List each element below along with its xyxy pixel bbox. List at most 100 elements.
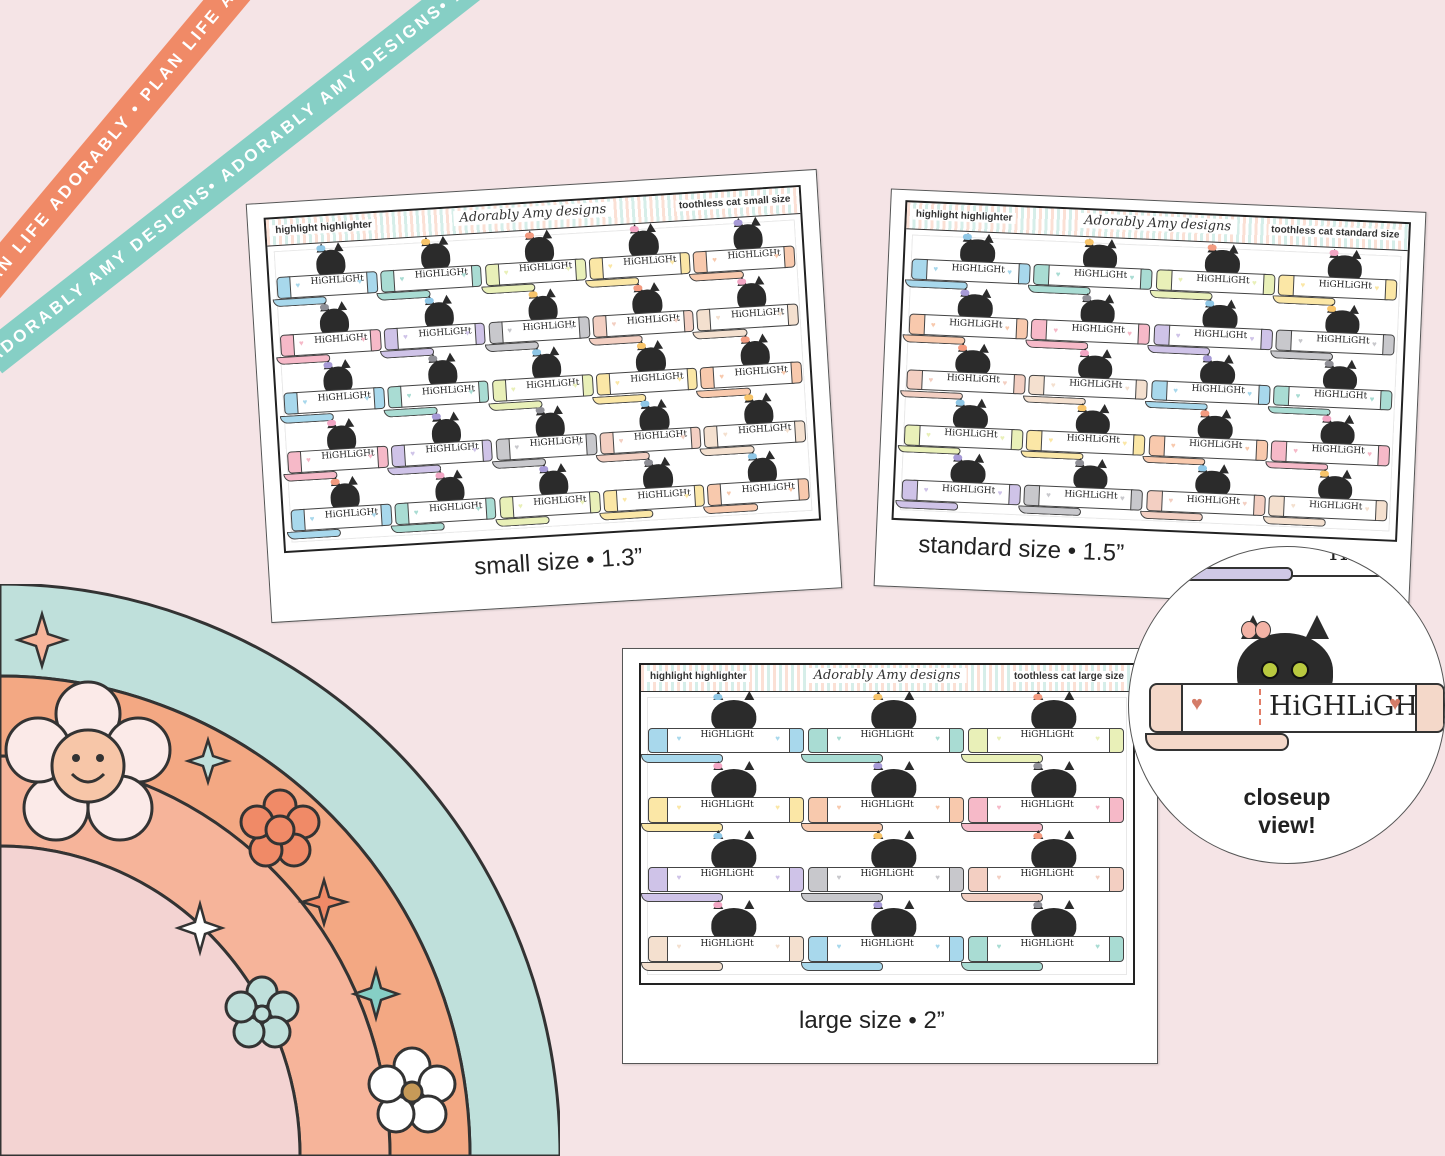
highlight-word: HiGHLiGHt [321,448,375,463]
highlighter-clip [800,753,883,763]
highlighter-cat-sticker: ♥HiGHLiGHt♥ [904,234,1035,294]
highlighter-clip [641,892,723,902]
highlighter-cap [908,313,926,336]
highlight-word: HiGHLiGHt [1318,279,1373,292]
highlighter-cap [1273,385,1291,407]
bow-icon [539,465,549,473]
bow-icon [733,219,743,227]
highlighter-cat-sticker: ♥HiGHLiGHt♥ [895,454,1025,515]
highlighter-end [689,426,702,449]
size-label: standard size • 1.5” [917,531,1125,568]
highlighter-cap [588,256,604,280]
highlighter-end [1259,329,1273,351]
highlighter-cat-sticker: ♥HiGHLiGHt♥ [599,459,709,524]
highlighter-cat-sticker: ♥HiGHLiGHt♥ [1144,355,1274,415]
highlighter-cat-sticker: ♥HiGHLiGHt♥ [1017,460,1147,520]
heart-icon: ♥ [472,445,478,455]
highlighter-cat-sticker: ♥HiGHLiGHt♥ [800,760,967,837]
highlighter-cap [390,444,407,468]
highlight-word: HiGHLiGHt [1066,433,1121,447]
highlighter-icon: ♥HiGHLiGHt♥ [602,484,706,513]
highlighter-end [682,309,695,333]
highlighter-cap [807,727,829,754]
highlighter-clip [1147,345,1211,356]
highlighter-clip [800,823,883,833]
highlighter-icon: ♥HiGHLiGHt♥ [692,245,796,274]
bow-icon [1329,250,1339,257]
highlight-word: HiGHLiGHt [313,332,368,346]
highlighter-cat-sticker: ♥HiGHLiGHt♥ [484,290,594,355]
sticker-grid: ♥HiGHLiGHt♥♥HiGHLiGHt♥♥HiGHLiGHt♥♥HiGHLi… [272,219,813,543]
heart-icon: ♥ [1095,942,1100,952]
highlighter-end [793,420,806,443]
highlighter-end [948,727,964,754]
heart-icon: ♥ [1095,872,1100,882]
bow-icon [528,290,538,298]
highlighter-clip [641,753,723,763]
sheet-title: highlight highlighter [647,671,750,682]
highlighter-icon: ♥HiGHLiGHt♥ [390,439,494,468]
bow-icon [435,472,445,479]
highlighter-cat-sticker: ♥HiGHLiGHt♥ [380,297,489,362]
bow-icon [643,459,653,466]
highlighter-cat-sticker: ♥HiGHLiGHt♥ [960,830,1127,906]
highlighter-cap [903,424,921,446]
highlighter-cap [484,263,500,286]
highlight-word: HiGHLiGHt [428,500,483,515]
highlighter-clip [960,892,1043,902]
heart-icon: ♥ [676,374,683,384]
highlight-word: HiGHLiGHt [637,488,692,502]
heart-icon: ♥ [1374,284,1380,294]
heart-icon: ♥ [996,942,1002,952]
sparkle-icon [174,899,226,957]
brand-logo: Adorably Amy designs [1077,212,1238,235]
heart-icon: ♥ [680,432,686,442]
highlighter-end [373,387,386,410]
highlighter-cat-sticker: ♥HiGHLiGHt♥ [588,284,698,349]
highlighter-icon: ♥HiGHLiGHt♥ [286,445,389,474]
highlighter-cap [807,797,829,823]
black-cat-icon [871,830,917,873]
highlighter-cap [279,334,295,357]
highlighter-icon: ♥HiGHLiGHt♥ [290,503,393,532]
heart-icon: ♥ [935,942,940,952]
heart-icon: ♥ [305,455,312,465]
heart-icon: ♥ [726,488,732,498]
highlighter-cat-sticker: ♥HiGHLiGHt♥ [592,342,701,407]
heart-icon: ♥ [996,872,1002,882]
highlighter-cap [487,321,504,345]
highlighter-icon: ♥HiGHLiGHt♥ [807,797,964,823]
heart-icon: ♥ [773,251,780,261]
bow-icon [1084,239,1094,246]
heart-icon: ♥ [777,309,783,320]
sparkle-icon [297,875,351,929]
highlighter-end [1257,384,1271,406]
highlighter-cat-sticker: ♥HiGHLiGHt♥ [383,355,493,420]
highlighter-cat-sticker: ♥HiGHLiGHt♥ [376,238,486,303]
highlighter-cat-sticker: ♥HiGHLiGHt♥ [641,691,807,767]
rainbow-svg [0,584,560,1156]
heart-icon: ♥ [775,942,780,952]
bow-icon [327,420,337,427]
closeup-caption-line2: view! [1258,812,1316,838]
highlighter-clip [904,279,969,290]
heart-icon: ♥ [1007,268,1013,278]
heart-icon: ♥ [464,328,471,339]
bow-icon [420,238,431,246]
highlighter-clip [1139,510,1204,522]
heart-icon: ♥ [360,335,366,345]
heart-icon: ♥ [576,439,582,449]
highlighter-cat-sticker: ♥HiGHLiGHt♥ [585,226,694,291]
highlighter-cat-sticker: ♥HiGHLiGHt♥ [902,289,1032,350]
highlight-word: HiGHLiGHt [317,390,372,404]
highlight-word: HiGHLiGHt [525,377,580,392]
bow-icon [873,832,883,839]
bow-icon [959,289,970,296]
heart-icon: ♥ [371,510,377,520]
bow-icon [736,278,747,285]
highlighter-cat-sticker: ♥HiGHLiGHt♥ [1142,410,1272,471]
bow-icon [632,284,643,292]
highlighter-cap [1025,429,1043,451]
sheet-size-title: toothless cat large size [1010,671,1127,682]
highlighter-end [788,797,804,823]
